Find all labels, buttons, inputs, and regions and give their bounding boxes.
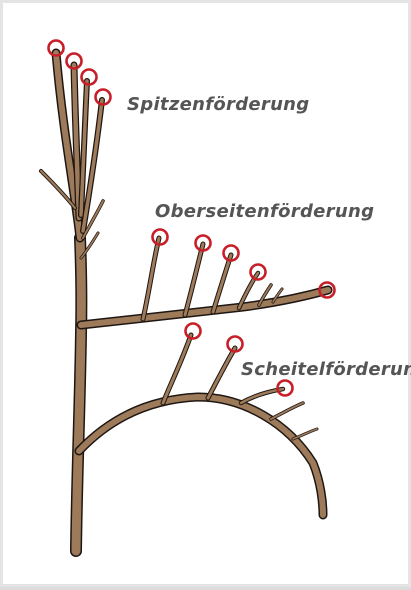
label-oberseitenfoerderung: Oberseitenförderung — [155, 201, 374, 222]
label-spitzenfoerderung: Spitzenförderung — [127, 94, 309, 115]
label-scheitelfoerderung: Scheitelförderung — [241, 359, 411, 380]
arched-branch — [79, 397, 323, 515]
tree-branches — [41, 53, 328, 551]
tree-pruning-diagram: Spitzenförderung Oberseitenförderung Sch… — [3, 3, 411, 590]
